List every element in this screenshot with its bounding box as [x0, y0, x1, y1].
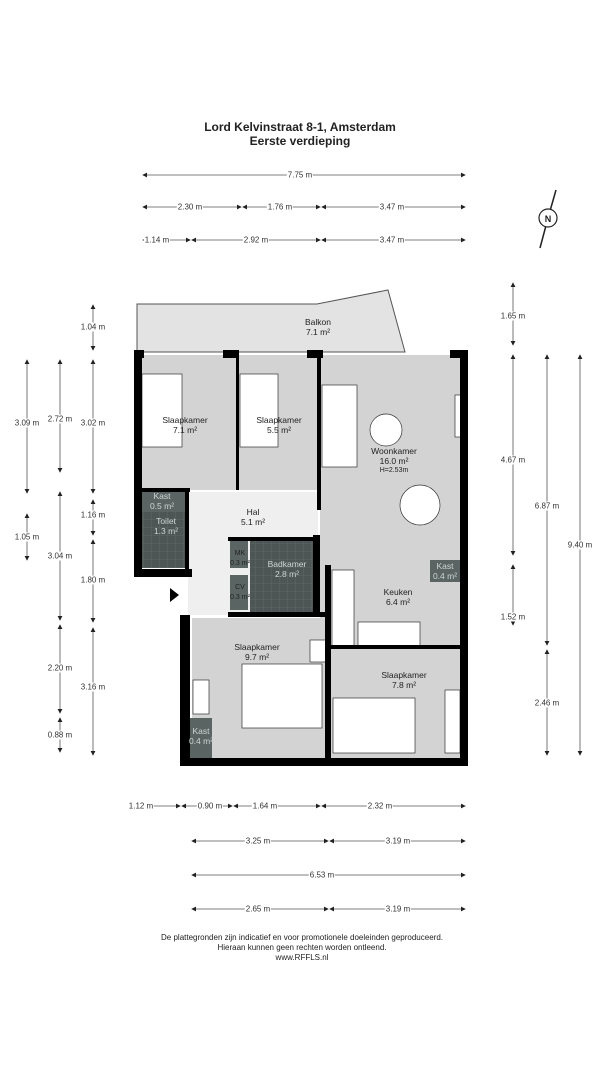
balcony-area [136, 289, 406, 353]
room-toilet [140, 512, 185, 568]
dim-label: 2.72 m [46, 414, 74, 424]
dim-label: 2.30 m [176, 202, 204, 212]
dim-label: 3.19 m [384, 904, 412, 914]
dim-label: 0.88 m [46, 730, 74, 740]
dim-label: 9.40 m [566, 540, 594, 550]
dim-label: 4.67 m [499, 455, 527, 465]
compass-icon [538, 189, 558, 249]
dim-label: 1.65 m [499, 311, 527, 321]
dim-label: 3.25 m [244, 836, 272, 846]
dim-label: 7.75 m [286, 170, 314, 180]
plan-title: Lord Kelvinstraat 8-1, Amsterdam [204, 120, 396, 134]
dim-label: 3.19 m [384, 836, 412, 846]
room-cv [230, 575, 248, 610]
dim-label: 1.64 m [251, 801, 279, 811]
walls [134, 350, 468, 766]
room-badkamer [250, 540, 320, 615]
dim-label: 1.76 m [266, 202, 294, 212]
dim-label: 2.46 m [533, 698, 561, 708]
dim-label: 3.02 m [79, 418, 107, 428]
dim-label: 1.52 m [499, 612, 527, 622]
dim-label: 3.16 m [79, 682, 107, 692]
dim-label: 6.87 m [533, 501, 561, 511]
dim-label: 2.20 m [46, 663, 74, 673]
dim-label: 1.80 m [79, 575, 107, 585]
dim-label: 3.47 m [378, 202, 406, 212]
dim-label: 1.12 m [127, 801, 155, 811]
dim-label: 6.53 m [308, 870, 336, 880]
furniture [141, 373, 463, 754]
dim-label: 1.16 m [79, 510, 107, 520]
disclaimer: De plattegronden zijn indicatief en voor… [161, 933, 443, 962]
dim-label: 2.32 m [366, 801, 394, 811]
plan-subtitle: Eerste verdieping [249, 134, 351, 148]
dim-label: 3.09 m [13, 418, 41, 428]
dim-label: 0.90 m [196, 801, 224, 811]
room-kast-2 [430, 560, 460, 582]
compass-label: N [544, 214, 552, 224]
room-mk [230, 540, 248, 568]
entrance-arrow-icon [170, 588, 179, 602]
dim-label: 2.92 m [242, 235, 270, 245]
dim-label: 3.04 m [46, 551, 74, 561]
dim-label: 3.47 m [378, 235, 406, 245]
dim-label: 2.65 m [244, 904, 272, 914]
room-kast-3 [190, 718, 212, 758]
dim-label: 1.14 m [143, 235, 171, 245]
room-kast-1 [140, 490, 185, 512]
dim-label: 1.04 m [79, 322, 107, 332]
dim-label: 1.05 m [13, 532, 41, 542]
